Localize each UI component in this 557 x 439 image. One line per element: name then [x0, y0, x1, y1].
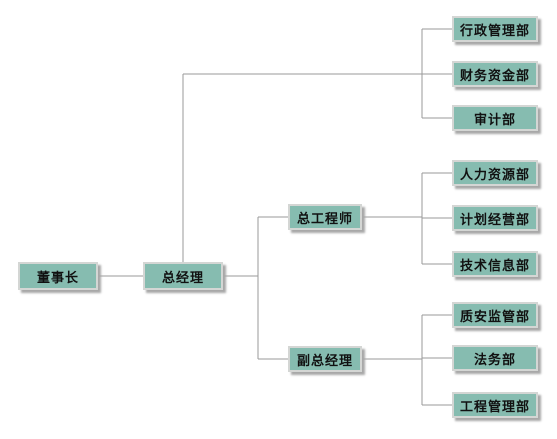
node-general-manager-label: 总经理 [161, 270, 204, 286]
node-human-resources-dept[interactable]: 人力资源部 [452, 160, 538, 186]
node-it-dept-label: 技术信息部 [459, 258, 530, 274]
node-deputy-general-manager-label: 副总经理 [296, 353, 353, 369]
node-chairman[interactable]: 董事长 [18, 262, 98, 290]
node-deputy-general-manager[interactable]: 副总经理 [288, 346, 362, 372]
node-administration-dept[interactable]: 行政管理部 [452, 16, 538, 42]
node-legal-dept[interactable]: 法务部 [452, 345, 538, 371]
node-finance-dept-label: 财务资金部 [459, 68, 530, 84]
node-engineering-dept-label: 工程管理部 [459, 399, 530, 415]
node-planning-dept-label: 计划经营部 [459, 212, 530, 228]
node-it-dept[interactable]: 技术信息部 [452, 251, 538, 277]
node-human-resources-dept-label: 人力资源部 [459, 167, 530, 183]
node-chief-engineer[interactable]: 总工程师 [288, 204, 362, 230]
node-chairman-label: 董事长 [36, 270, 79, 286]
node-quality-safety-dept[interactable]: 质安监管部 [452, 302, 538, 328]
node-audit-dept-label: 审计部 [473, 112, 516, 128]
node-chief-engineer-label: 总工程师 [296, 211, 353, 227]
node-general-manager[interactable]: 总经理 [143, 262, 223, 290]
node-planning-dept[interactable]: 计划经营部 [452, 205, 538, 231]
node-engineering-dept[interactable]: 工程管理部 [452, 392, 538, 418]
node-audit-dept[interactable]: 审计部 [452, 105, 538, 131]
node-administration-dept-label: 行政管理部 [459, 23, 530, 39]
node-quality-safety-dept-label: 质安监管部 [459, 309, 530, 325]
node-legal-dept-label: 法务部 [473, 352, 516, 368]
node-finance-dept[interactable]: 财务资金部 [452, 61, 538, 87]
